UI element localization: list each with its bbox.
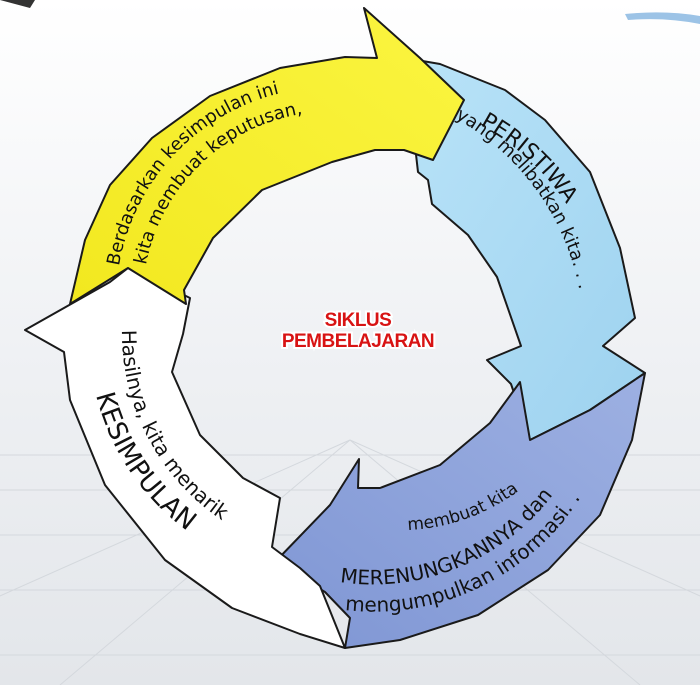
center-title-line1: SIKLUS — [325, 310, 392, 331]
decorative-blue-swoosh — [625, 12, 700, 24]
cycle-arrows — [24, 7, 646, 649]
arrow-purple — [274, 372, 646, 649]
center-title-line2: PEMBELAJARAN — [282, 331, 434, 352]
center-title: SIKLUS PEMBELAJARAN — [280, 308, 437, 354]
decorative-dark-mark — [0, 0, 35, 8]
arrow-yellow — [69, 7, 465, 305]
